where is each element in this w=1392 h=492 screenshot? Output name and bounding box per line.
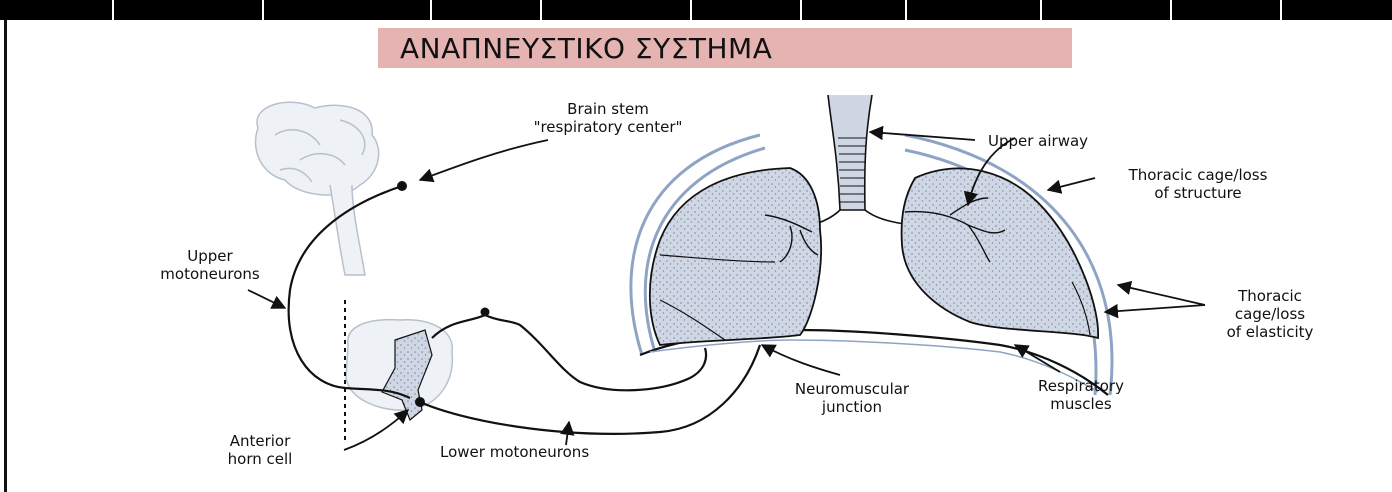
label-neuromuscular-line1: Neuromuscular	[762, 380, 942, 398]
label-thoracic-elasticity-line3: of elasticity	[1200, 323, 1340, 341]
label-brain-stem-line1: Brain stem	[508, 100, 708, 118]
label-thoracic-structure-line2: of structure	[1098, 184, 1298, 202]
label-upper-motoneurons-line1: Upper	[150, 247, 270, 265]
label-thoracic-structure: Thoracic cage/loss of structure	[1098, 166, 1298, 202]
label-brain-stem: Brain stem "respiratory center"	[508, 100, 708, 136]
label-respiratory-muscles-line2: muscles	[1016, 395, 1146, 413]
brain-stem-node	[397, 181, 407, 191]
label-respiratory-muscles: Respiratory muscles	[1016, 377, 1146, 413]
label-thoracic-structure-line1: Thoracic cage/loss	[1098, 166, 1298, 184]
right-lung	[902, 168, 1099, 338]
label-upper-airway: Upper airway	[988, 132, 1088, 150]
label-lower-motoneurons: Lower motoneurons	[440, 443, 589, 461]
label-respiratory-muscles-line1: Respiratory	[1016, 377, 1146, 395]
ganglion-node	[481, 308, 490, 317]
anterior-horn-node	[415, 397, 425, 407]
label-neuromuscular-line2: junction	[762, 398, 942, 416]
label-anterior-horn-line1: Anterior	[200, 432, 320, 450]
label-neuromuscular-junction: Neuromuscular junction	[762, 380, 942, 416]
label-brain-stem-line2: "respiratory center"	[508, 118, 708, 136]
label-upper-motoneurons-line2: motoneurons	[150, 265, 270, 283]
label-upper-motoneurons: Upper motoneurons	[150, 247, 270, 283]
label-anterior-horn-line2: horn cell	[200, 450, 320, 468]
brain-illustration	[256, 102, 379, 275]
label-thoracic-elasticity-line1: Thoracic	[1200, 287, 1340, 305]
label-thoracic-elasticity-line2: cage/loss	[1200, 305, 1340, 323]
label-anterior-horn-cell: Anterior horn cell	[200, 432, 320, 468]
label-thoracic-elasticity: Thoracic cage/loss of elasticity	[1200, 287, 1340, 341]
